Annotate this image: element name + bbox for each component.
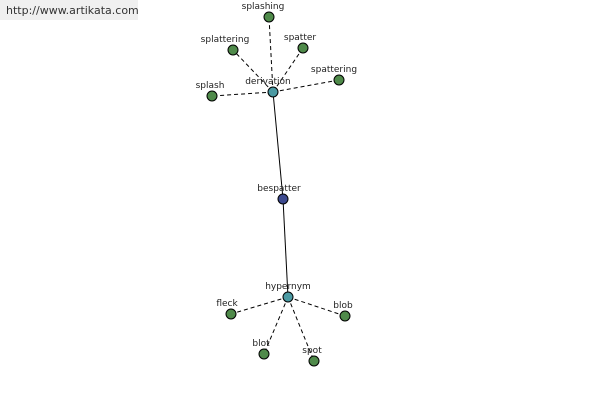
source-url[interactable]: http://www.artikata.com bbox=[0, 0, 139, 20]
label-spot: spot bbox=[302, 346, 322, 356]
edge-bespatter-hypernym bbox=[282, 198, 289, 298]
label-spattering: spattering bbox=[311, 65, 357, 75]
node-spot[interactable] bbox=[308, 355, 320, 367]
label-fleck: fleck bbox=[216, 299, 238, 309]
label-spatter: spatter bbox=[284, 33, 317, 43]
node-hypernym[interactable] bbox=[282, 291, 294, 303]
label-splashing: splashing bbox=[242, 2, 285, 12]
edge-derivation-spatter bbox=[272, 47, 304, 93]
node-spatter[interactable] bbox=[297, 42, 309, 54]
edge-hypernym-blot bbox=[263, 296, 289, 355]
node-derivation[interactable] bbox=[267, 86, 279, 98]
node-fleck[interactable] bbox=[225, 308, 237, 320]
edge-hypernym-fleck bbox=[230, 296, 289, 315]
label-blob: blob bbox=[333, 301, 353, 311]
edge-hypernym-spot bbox=[287, 296, 315, 362]
edge-derivation-bespatter bbox=[272, 91, 284, 200]
node-spattering[interactable] bbox=[333, 74, 345, 86]
edge-derivation-splattering bbox=[232, 49, 274, 93]
label-blot: blot bbox=[252, 339, 270, 349]
node-blot[interactable] bbox=[258, 348, 270, 360]
label-splash: splash bbox=[196, 81, 225, 91]
edge-derivation-splash bbox=[211, 91, 274, 97]
label-splattering: splattering bbox=[201, 35, 250, 45]
edge-hypernym-blob bbox=[287, 296, 346, 317]
node-splattering[interactable] bbox=[227, 44, 239, 56]
label-hypernym: hypernym bbox=[265, 282, 311, 292]
label-derivation: derivation bbox=[245, 77, 291, 87]
node-bespatter[interactable] bbox=[277, 193, 289, 205]
edge-derivation-splashing bbox=[268, 16, 274, 93]
node-splashing[interactable] bbox=[263, 11, 275, 23]
label-bespatter: bespatter bbox=[257, 184, 301, 194]
node-splash[interactable] bbox=[206, 90, 218, 102]
node-blob[interactable] bbox=[339, 310, 351, 322]
